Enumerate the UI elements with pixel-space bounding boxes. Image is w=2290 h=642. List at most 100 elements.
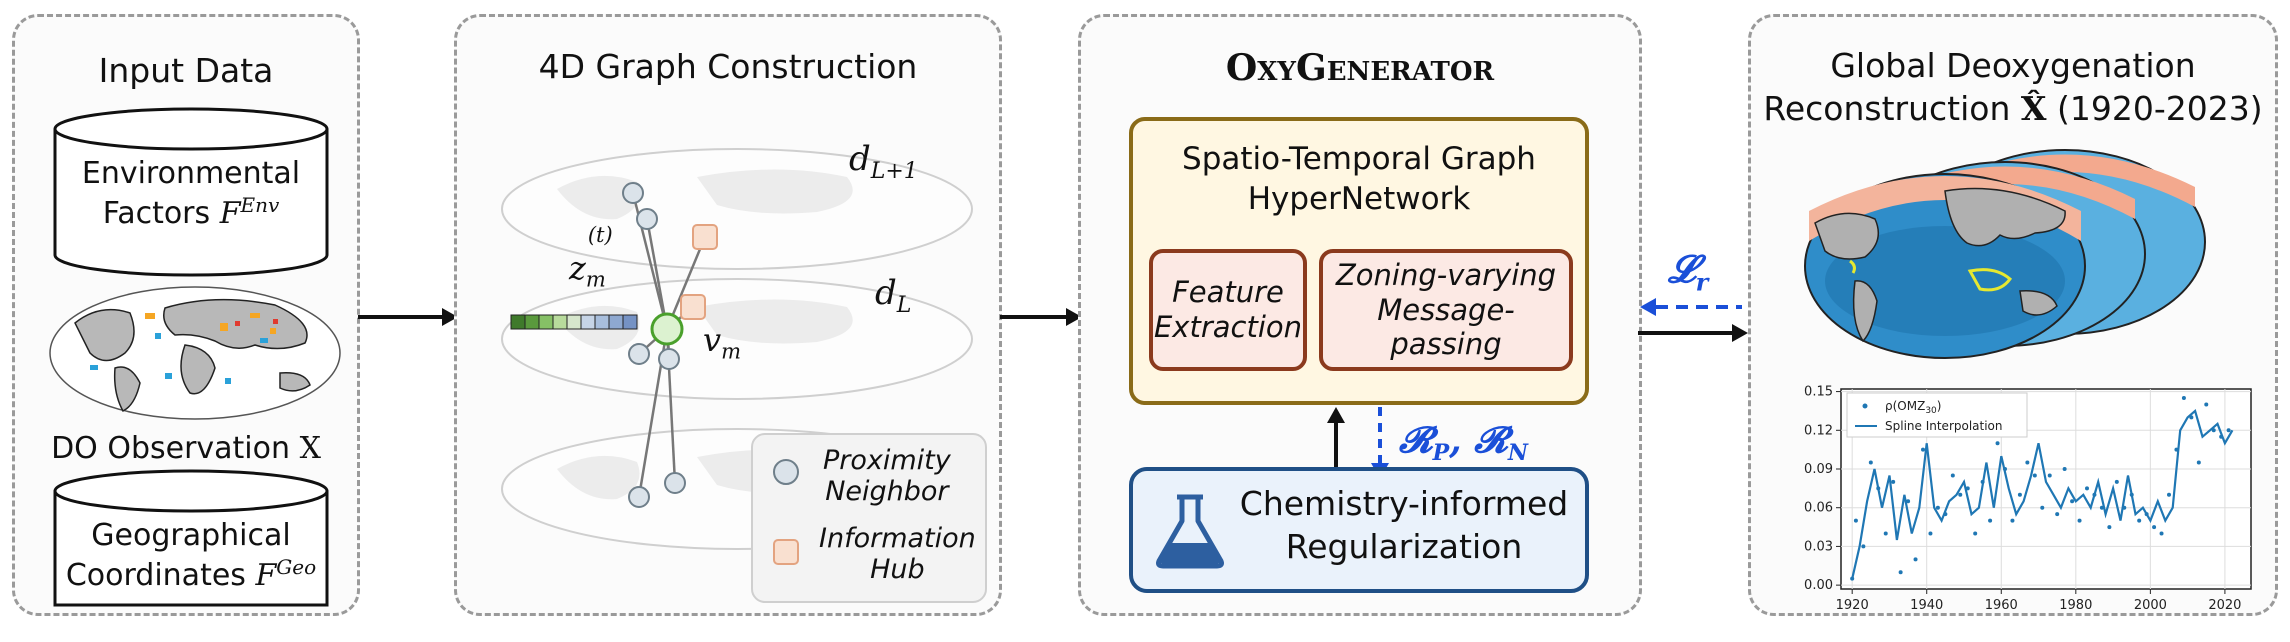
graph-legend: Proximity Neighbor Information Hub: [751, 433, 987, 603]
title-g: G: [1295, 47, 1327, 89]
legend-spline-label: Spline Interpolation: [1885, 419, 2003, 433]
l-sub: r: [1695, 267, 1709, 297]
info-hub-node: [692, 224, 718, 250]
x-tick-label: 2000: [2134, 598, 2167, 613]
observation-point: [1883, 531, 1888, 536]
info-hub-node: [680, 294, 706, 320]
observation-point: [2114, 479, 2119, 484]
regularization-label: Chemistry-informed Regularization: [1229, 483, 1579, 569]
information-hub-icon: [773, 539, 799, 565]
observation-point: [2092, 492, 2097, 497]
env-factors-word: Factors: [102, 195, 211, 231]
geo-coords-label: Geographical Coordinates FGeo: [53, 517, 329, 594]
observation-point: [1876, 486, 1881, 491]
zoning-message-passing-box: Zoning-varying Message-passing: [1319, 249, 1573, 371]
observation-point: [2152, 525, 2157, 530]
observation-point: [1935, 505, 1940, 510]
observation-point: [2025, 460, 2030, 465]
proximity-line1: Proximity: [823, 445, 951, 476]
v-label: vm: [703, 321, 741, 363]
observation-point: [2137, 518, 2142, 523]
z-label: z(t)m: [569, 223, 613, 291]
hub-line2: Hub: [870, 554, 925, 586]
z-symbol: z: [569, 249, 586, 287]
map-front: [1804, 173, 2086, 359]
r-sub-n: N: [1507, 440, 1528, 467]
hypernetwork-title: Spatio-Temporal Graph HyperNetwork: [1133, 139, 1585, 220]
legend-point-marker: [1862, 403, 1868, 409]
oxygenerator-title: OXYGENERATOR: [1081, 47, 1639, 89]
zoning-line2: Message-passing: [1377, 292, 1515, 362]
observation-point: [1995, 441, 2000, 446]
feature-line1: Feature: [1172, 275, 1284, 310]
regularization-line1: Chemistry-informed: [1239, 484, 1569, 523]
layer-mid-sub: L: [896, 292, 912, 318]
observation-point: [2219, 434, 2224, 439]
observation-point: [2070, 499, 2075, 504]
observation-point: [2055, 512, 2060, 517]
l-symbol: 𝓛: [1668, 246, 1696, 291]
output-title: Global Deoxygenation Reconstruction X̂ (…: [1751, 45, 2275, 131]
temporal-feature-bar: [510, 314, 638, 330]
do-observation-text: DO Observation: [51, 431, 291, 466]
target-node: [650, 312, 684, 346]
observation-point: [2099, 505, 2104, 510]
geo-coords-symbol: F: [255, 557, 277, 593]
observation-point: [2226, 428, 2231, 433]
x-tick-label: 1980: [2059, 598, 2092, 613]
env-factors-symbol: F: [219, 195, 241, 231]
observation-point: [2010, 518, 2015, 523]
observation-point: [2167, 492, 2171, 497]
observation-point: [2144, 512, 2149, 517]
z-sup: (t): [587, 223, 613, 247]
regularization-line2: Regularization: [1285, 526, 1523, 566]
observation-point: [2085, 486, 2089, 491]
observation-point: [1850, 576, 1855, 581]
x-tick-label: 2020: [2208, 598, 2241, 613]
env-factors-line1: Environmental: [81, 156, 301, 191]
r-symbol-p: 𝓡: [1399, 419, 1433, 461]
spline-series-line: [1851, 408, 2234, 579]
information-hub-label: Information Hub: [819, 523, 976, 585]
observation-point: [1891, 479, 1896, 484]
observation-point: [2196, 460, 2201, 465]
input-data-panel: Input Data Environmental Factors FEnv DO…: [12, 14, 360, 616]
neighbor-node: [636, 208, 658, 230]
x-tick-label: 1940: [1910, 598, 1943, 613]
input-data-title: Input Data: [98, 51, 274, 90]
neighbor-node: [658, 348, 680, 370]
observation-point: [2189, 415, 2194, 420]
output-title-years: (1920-2023): [2056, 88, 2263, 128]
observation-point: [2040, 505, 2045, 510]
layer-top-label: dL+1: [849, 139, 918, 184]
geo-coords-cylinder-icon: [53, 469, 329, 607]
observation-point: [1965, 486, 1970, 491]
env-factors-sup: Env: [240, 192, 280, 217]
observation-point: [1921, 447, 1925, 452]
output-title-line2: Reconstruction X̂ (1920-2023): [1751, 88, 2275, 131]
chart-legend-box: [1846, 392, 2028, 438]
observation-point: [1950, 473, 1955, 478]
observation-point: [1868, 460, 1873, 465]
y-tick-label: 0.15: [1804, 385, 1833, 400]
x-tick-label: 1920: [1836, 598, 1869, 613]
observation-point: [1943, 512, 1948, 517]
legend-observation-label: ρ(OMZ30): [1885, 399, 1941, 416]
proximity-neighbor-icon: [773, 459, 799, 485]
neighbor-node: [664, 472, 686, 494]
observation-point: [2159, 531, 2164, 536]
observation-point: [1861, 544, 1866, 549]
observation-point: [1928, 531, 1933, 536]
reconstruction-loss-label: 𝓛r: [1668, 246, 1708, 297]
arrow-input-to-graph: [358, 308, 458, 326]
output-panel: Global Deoxygenation Reconstruction X̂ (…: [1748, 14, 2278, 616]
y-tick-label: 0.03: [1804, 539, 1833, 554]
observation-point: [2062, 467, 2067, 471]
r-symbol-n: 𝓡: [1474, 419, 1508, 461]
observation-point: [1988, 518, 1993, 523]
observation-point: [2204, 402, 2209, 407]
x-tick-label: 1960: [1985, 598, 2018, 613]
proximity-neighbor-label: Proximity Neighbor: [823, 445, 951, 507]
observation-point: [1913, 557, 1918, 562]
observation-point: [2174, 447, 2179, 452]
